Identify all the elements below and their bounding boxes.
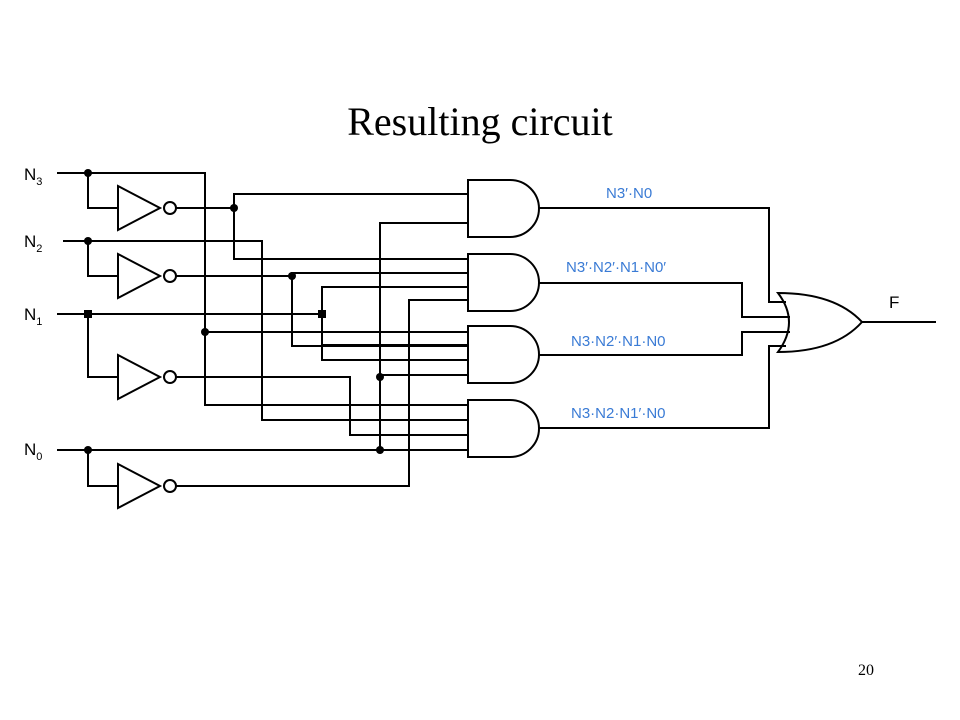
- input-n3-name: N: [24, 165, 36, 184]
- term-label-1: N3′·N0: [606, 185, 652, 202]
- svg-text:N3: N3: [24, 165, 42, 188]
- and-gate-4: [467, 399, 540, 458]
- output-label-f: F: [889, 293, 899, 312]
- and-gate-2: [467, 253, 540, 312]
- or-gate: [775, 291, 864, 354]
- inverter-n1: [117, 353, 177, 401]
- inverter-n0: [117, 462, 177, 510]
- svg-text:N0: N0: [24, 440, 42, 463]
- svg-text:N1: N1: [24, 305, 42, 328]
- wire-n0-and1: [379, 222, 469, 376]
- junction-dots: [84, 169, 384, 454]
- term-label-3: N3·N2′·N1·N0: [571, 333, 666, 350]
- input-n0-sub: 0: [36, 451, 42, 463]
- wire-n1-and3: [321, 344, 469, 361]
- and-gate-1: [467, 179, 540, 238]
- input-label-n1: N1: [24, 305, 42, 328]
- and-gate-3: [467, 325, 540, 384]
- slide-title: Resulting circuit: [347, 99, 613, 144]
- input-label-n0: N0: [24, 440, 42, 463]
- and-output-wires: [538, 207, 790, 429]
- input-n2-name: N: [24, 232, 36, 251]
- input-n1-sub: 1: [36, 316, 42, 328]
- term-label-4: N3·N2·N1′·N0: [571, 405, 666, 422]
- input-n3-sub: 3: [36, 176, 42, 188]
- input-label-n2: N2: [24, 232, 42, 255]
- input-wires: [57, 172, 469, 487]
- term-label-2: N3′·N2′·N1·N0′: [566, 259, 666, 276]
- input-n1-name: N: [24, 305, 36, 324]
- input-n0-name: N: [24, 440, 36, 459]
- wire-n1-and2: [321, 286, 469, 315]
- inverter-n2: [117, 252, 177, 300]
- svg-text:N2: N2: [24, 232, 42, 255]
- slide-number: 20: [858, 662, 874, 679]
- input-label-n3: N3: [24, 165, 42, 188]
- inverter-n3: [117, 184, 177, 232]
- input-n2-sub: 2: [36, 243, 42, 255]
